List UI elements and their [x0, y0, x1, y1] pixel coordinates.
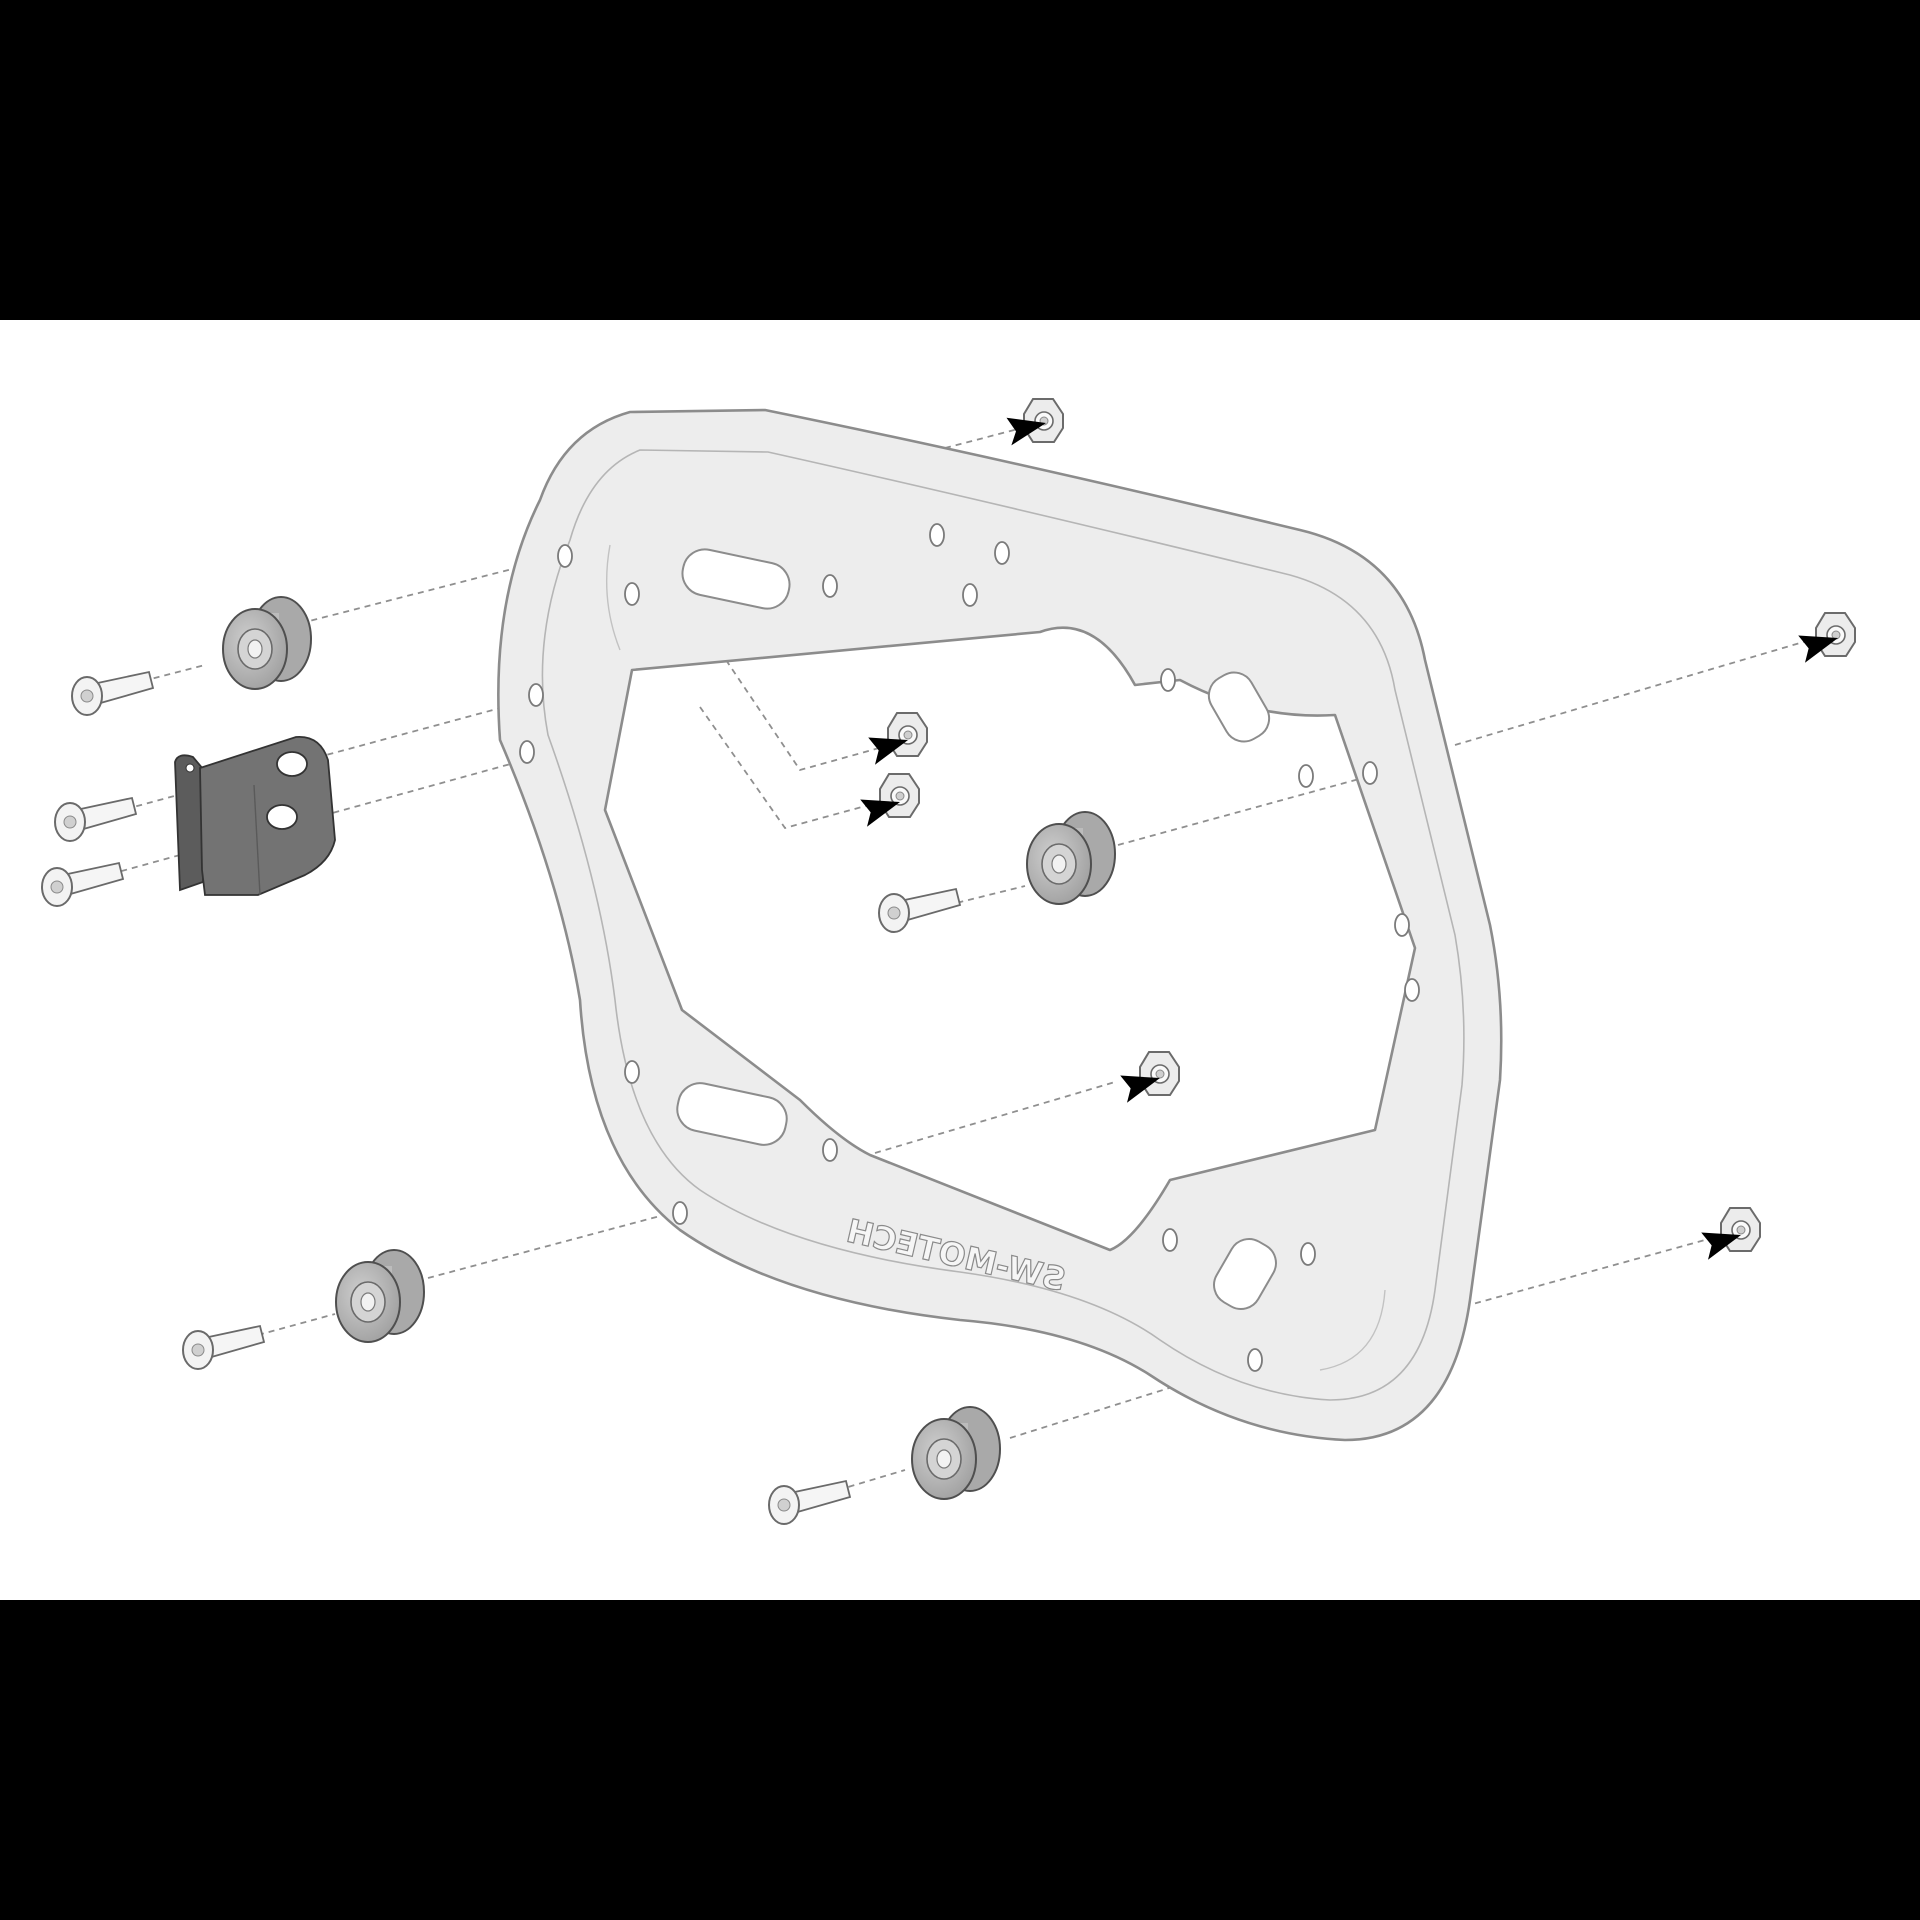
frame-slot [676, 548, 1277, 1310]
alignment-line [874, 1081, 1116, 1154]
mounting-bracket [174, 736, 336, 896]
frame-mounting-hole [519, 523, 1420, 1372]
alignment-line [837, 1469, 906, 1491]
alignment-line [257, 1313, 336, 1336]
flange-nut [1023, 398, 1064, 443]
alignment-line [427, 1211, 676, 1279]
alignment-line [725, 659, 891, 772]
bracket-slot [276, 751, 308, 777]
alignment-line [944, 427, 1023, 449]
bracket-slot [266, 804, 298, 830]
alignment-line [1454, 639, 1811, 746]
alignment-line [289, 557, 556, 627]
alignment-line [699, 706, 881, 830]
adapter-plate-frame: SW-MOTECH [497, 408, 1503, 1442]
